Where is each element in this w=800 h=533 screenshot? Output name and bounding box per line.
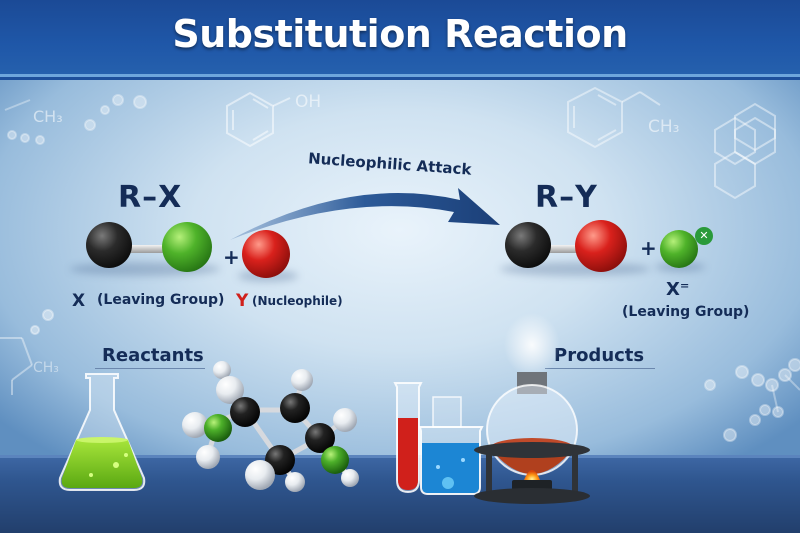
product-leaving-caption: (Leaving Group) [622,304,750,320]
plus-sign-product: + [640,236,657,260]
background-toluene-icon [567,86,776,200]
test-tube-icon [393,382,423,494]
background-left-structure-icon [0,309,54,395]
erlenmeyer-flask-icon [58,373,146,491]
carbon-atom-product [505,222,551,268]
halogen-atom [162,222,212,272]
reactant-formula: R–X [118,180,183,215]
background-ch3-left-label: CH₃ [33,360,59,376]
leaving-group-atom [660,230,698,268]
beaker-icon [418,396,484,495]
reactants-heading: Reactants [102,345,204,366]
banner-divider [0,74,800,77]
leaving-group-symbol: X [72,291,86,311]
background-chain-icon [4,94,147,145]
ball-stick-molecule-icon [182,361,359,492]
carbon-atom [86,222,132,268]
background-right-molecule-icon [704,358,800,442]
background-oh-label: OH [295,92,322,112]
leaving-group-caption: (Leaving Group) [97,292,225,308]
reaction-arrow-icon [230,188,500,240]
product-leaving-symbol: X⁼ [666,279,690,300]
rx-bond [122,245,182,253]
nucleophile-atom [242,230,290,278]
products-heading: Products [554,345,645,366]
plus-sign: + [223,245,240,269]
product-formula: R–Y [535,180,598,215]
title-banner [0,0,800,74]
reactants-underline [95,368,205,369]
nucleophile-caption: (Nucleophile) [252,294,343,308]
background-phenol-icon [226,91,291,148]
nucleophile-symbol: Y [236,291,249,311]
background-ch3-right-label: CH₃ [648,117,680,137]
banner-divider-dark [0,77,800,80]
background-ch3-label: CH₃ [33,107,63,126]
leaving-badge-icon: ✕ [695,227,713,245]
nucleophile-atom-product [575,220,627,272]
round-flask-burner-icon [474,313,590,504]
products-underline [545,368,655,369]
ry-bond [540,245,595,253]
page-title: Substitution Reaction [172,12,628,56]
